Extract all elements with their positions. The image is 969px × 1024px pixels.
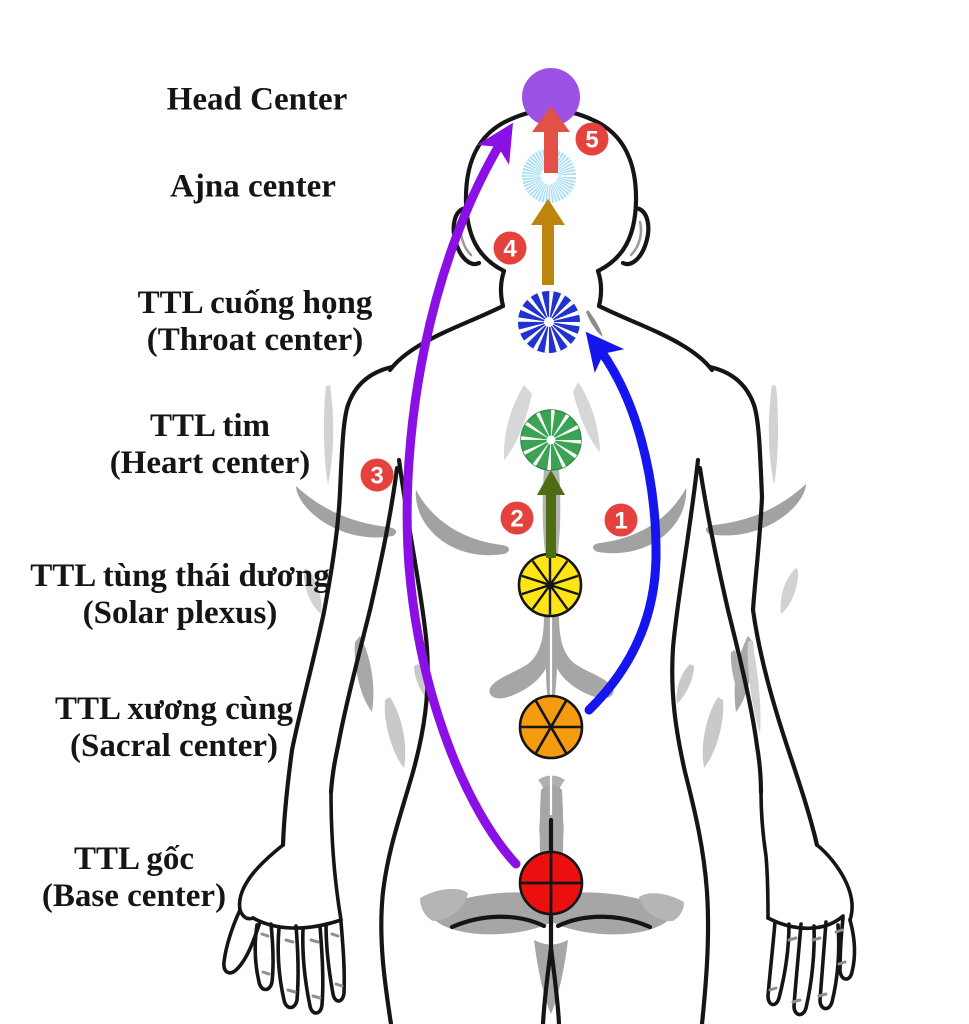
red-up-arrow [532, 106, 570, 173]
label-head-center: Head Center [167, 82, 348, 119]
svg-text:1: 1 [614, 508, 627, 535]
body-outline [222, 107, 857, 1024]
label-base-center: TTL gốc (Base center) [42, 841, 226, 915]
label-main: Head Center [166, 81, 348, 118]
label-sub: (Solar plexus) [82, 595, 278, 631]
label-sacral-center: TTL xương cùng (Sacral center) [55, 691, 293, 765]
step-badge-2: 2 [500, 501, 534, 535]
blue-flow-arrow [584, 331, 661, 715]
base-center-chakra [518, 850, 584, 916]
right-hand [759, 790, 857, 1017]
label-sub: (Sacral center) [70, 728, 278, 764]
label-solar-plexus: TTL tùng thái dương (Solar plexus) [30, 558, 329, 632]
label-sub: (Throat center) [146, 322, 364, 358]
step-badge-5: 5 [575, 122, 609, 156]
svg-text:5: 5 [585, 127, 598, 154]
svg-text:4: 4 [503, 236, 517, 263]
svg-text:3: 3 [370, 463, 383, 490]
solar-plexus-chakra [517, 552, 583, 618]
sacral-center-chakra [518, 694, 584, 760]
label-main: TTL xương cùng [55, 691, 293, 727]
head-center-chakra [522, 68, 580, 126]
svg-text:2: 2 [510, 506, 523, 533]
label-main: Ajna center [170, 168, 336, 205]
label-sub: (Base center) [41, 878, 227, 914]
step-badge-1: 1 [604, 503, 638, 537]
olive-up-arrow [537, 470, 565, 558]
heart-center-chakra [520, 409, 582, 471]
throat-center-chakra [518, 291, 580, 353]
label-main: TTL tùng thái dương [30, 558, 330, 594]
label-throat-center: TTL cuống họng (Throat center) [138, 285, 373, 359]
label-sub: (Heart center) [109, 445, 311, 481]
label-main: TTL tim [149, 408, 271, 444]
curved-arrows [402, 122, 661, 869]
purple-flow-arrow [402, 122, 521, 869]
label-main: TTL gốc [73, 841, 195, 877]
label-heart-center: TTL tim (Heart center) [110, 408, 311, 482]
step-badge-3: 3 [360, 458, 394, 492]
right-ear [620, 205, 651, 267]
step-badges: 1 2 3 4 5 [360, 122, 638, 537]
label-main: TTL cuống họng [137, 285, 373, 321]
chakras [517, 68, 584, 916]
left-hand [222, 790, 347, 1015]
gold-up-arrow [531, 199, 565, 285]
straight-arrows [531, 106, 570, 558]
label-ajna-center: Ajna center [170, 169, 336, 206]
step-badge-4: 4 [493, 231, 527, 265]
